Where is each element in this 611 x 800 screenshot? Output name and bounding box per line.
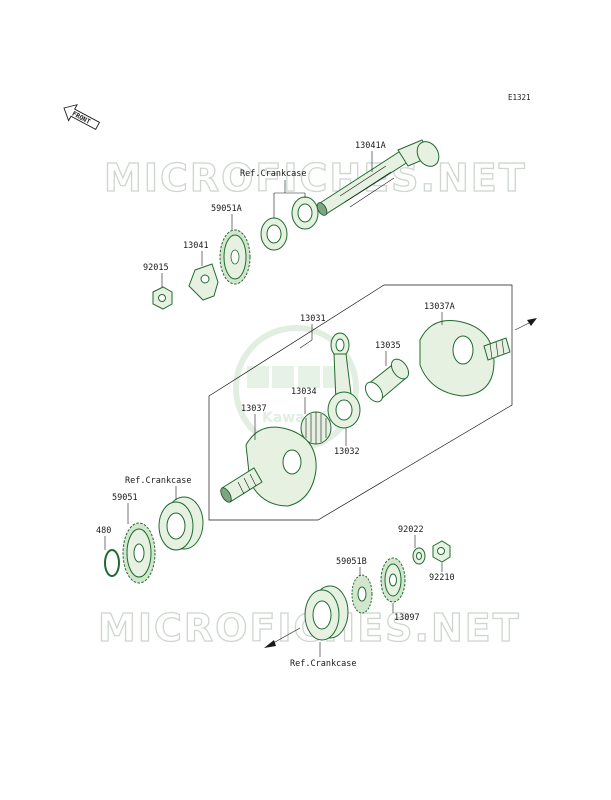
- label-ref-crankcase-top: Ref.Crankcase: [240, 169, 307, 179]
- bearing-left: [158, 496, 204, 551]
- crank-half-13037: [220, 426, 317, 507]
- label-13041A: 13041A: [355, 141, 386, 151]
- label-92022: 92022: [398, 525, 424, 535]
- label-ref-crankcase-left: Ref.Crankcase: [125, 476, 192, 486]
- label-13035: 13035: [375, 341, 401, 351]
- label-59051: 59051: [112, 493, 138, 503]
- label-92015: 92015: [143, 263, 169, 273]
- label-92210: 92210: [429, 573, 455, 583]
- connecting-rod-13032: [327, 332, 361, 429]
- label-13032: 13032: [334, 447, 360, 457]
- nut-92210: [432, 540, 451, 563]
- circlip-480: [104, 549, 120, 577]
- bearing-top-right: [291, 196, 319, 230]
- bearing-top-left: [260, 217, 288, 251]
- label-13034: 13034: [291, 387, 317, 397]
- gear-59051: [122, 522, 156, 584]
- label-13041: 13041: [183, 241, 209, 251]
- crankshaft-assembly-frame: [208, 284, 513, 521]
- label-13031: 13031: [300, 314, 326, 324]
- gear-59051A: [219, 229, 251, 285]
- label-13097: 13097: [394, 613, 420, 623]
- leader-13031: [299, 324, 313, 349]
- bearing-bottom: [304, 585, 349, 641]
- label-13037A: 13037A: [424, 302, 455, 312]
- gear-13097: [380, 557, 406, 603]
- washer-92022: [412, 547, 426, 565]
- part-13041A-balancer-shaft: [316, 139, 440, 216]
- label-59051A: 59051A: [211, 204, 242, 214]
- leader-ref-crankcase-top: [273, 180, 306, 218]
- label-13037: 13037: [241, 404, 267, 414]
- axis-arrow-bottom-head: [264, 640, 276, 648]
- watermark-top: MICROFICHES.NET: [104, 156, 527, 200]
- crank-half-13037A: [419, 320, 511, 397]
- label-480: 480: [96, 526, 111, 536]
- nut-92015: [152, 286, 173, 310]
- gear-59051B: [351, 574, 373, 614]
- axis-arrow-head: [527, 318, 537, 326]
- diagram-code: E1321: [508, 93, 531, 102]
- crank-pin-13035: [364, 358, 410, 403]
- watermark: MICROFICHES.NET MICROFICHES.NET Kawasaki: [97, 155, 527, 650]
- label-ref-crankcase-bottom: Ref.Crankcase: [290, 659, 357, 669]
- front-label: FRONT: [71, 110, 92, 126]
- label-59051B: 59051B: [336, 557, 367, 567]
- needle-bearing-13034: [300, 411, 332, 445]
- balancer-weight-13041: [188, 263, 219, 301]
- front-arrow-icon: FRONT: [63, 104, 101, 130]
